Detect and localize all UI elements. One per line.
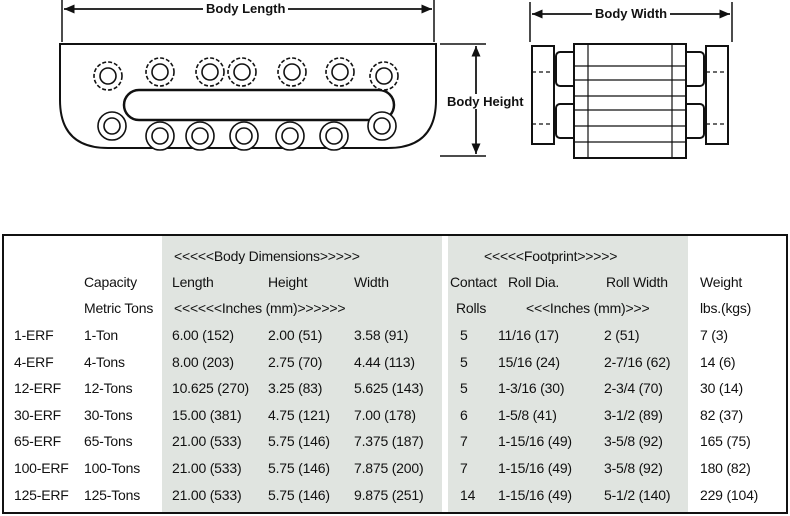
length-header: Length [172, 274, 214, 290]
cell-contact-rolls: 5 [460, 327, 468, 343]
inches-mm-body-header: <<<<<<Inches (mm)>>>>>> [174, 300, 346, 316]
cell-width: 7.375 (187) [354, 433, 424, 450]
cell-roll-dia: 1-15/16 (49) [498, 433, 572, 450]
cell-capacity: 1-Ton [84, 327, 119, 343]
cell-height: 3.25 (83) [268, 380, 323, 397]
cell-length: 21.00 (533) [172, 433, 242, 450]
cell-width: 7.00 (178) [354, 406, 416, 423]
cell-roll-width: 5-1/2 (140) [604, 486, 671, 503]
cell-weight: 229 (104) [700, 486, 759, 503]
cell-width: 5.625 (143) [354, 380, 424, 397]
cell-roll-dia: 11/16 (17) [498, 327, 559, 343]
cell-width: 9.875 (251) [354, 486, 424, 503]
inches-mm-footprint-header: <<<Inches (mm)>>> [526, 300, 650, 316]
body-dimensions-shading [162, 236, 442, 512]
cell-model: 4-ERF [14, 353, 54, 370]
side-and-end-view-drawing [59, 0, 733, 159]
cell-capacity: 30-Tons [84, 406, 133, 423]
footprint-shading [448, 236, 688, 512]
cell-model: 12-ERF [14, 380, 62, 397]
roller-drawing: Body Length Body Height Body Width [0, 0, 790, 234]
weight-units-header: lbs.(kgs) [700, 300, 752, 316]
cell-height: 2.75 (70) [268, 353, 323, 370]
cell-capacity: 4-Tons [84, 353, 125, 370]
cell-length: 8.00 (203) [172, 353, 234, 370]
cell-contact-rolls: 5 [460, 380, 468, 397]
specification-table: <<<<<Body Dimensions>>>>> <<<<<Footprint… [2, 234, 788, 514]
body-dimensions-header: <<<<<Body Dimensions>>>>> [174, 248, 360, 264]
cell-roll-dia: 1-5/8 (41) [498, 406, 557, 423]
roll-dia-header: Roll Dia. [508, 274, 560, 290]
cell-height: 5.75 (146) [268, 433, 330, 450]
cell-model: 30-ERF [14, 406, 62, 423]
cell-roll-width: 3-5/8 (92) [604, 460, 663, 476]
cell-contact-rolls: 6 [460, 406, 468, 423]
cell-capacity: 100-Tons [84, 460, 140, 476]
cell-length: 6.00 (152) [172, 327, 234, 343]
weight-header: Weight [700, 274, 743, 290]
cell-height: 5.75 (146) [268, 460, 330, 476]
cell-roll-dia: 1-15/16 (49) [498, 486, 572, 503]
body-height-label: Body Height [444, 94, 527, 109]
cell-contact-rolls: 7 [460, 460, 468, 476]
cell-weight: 165 (75) [700, 433, 751, 450]
cell-width: 3.58 (91) [354, 327, 409, 343]
capacity-header: Capacity [84, 274, 137, 290]
body-width-label: Body Width [592, 6, 671, 21]
cell-capacity: 65-Tons [84, 433, 133, 450]
cell-weight: 7 (3) [700, 327, 728, 343]
cell-model: 1-ERF [14, 327, 54, 343]
cell-width: 4.44 (113) [354, 353, 415, 370]
height-header: Height [268, 274, 308, 290]
cell-capacity: 12-Tons [84, 380, 133, 397]
cell-roll-width: 2-7/16 (62) [604, 353, 671, 370]
metric-tons-header: Metric Tons [84, 300, 154, 316]
cell-roll-width: 2-3/4 (70) [604, 380, 663, 397]
cell-height: 2.00 (51) [268, 327, 323, 343]
roll-width-header: Roll Width [606, 274, 668, 290]
cell-roll-width: 2 (51) [604, 327, 640, 343]
cell-roll-width: 3-1/2 (89) [604, 406, 663, 423]
cell-model: 100-ERF [14, 460, 69, 476]
cell-length: 21.00 (533) [172, 486, 242, 503]
cell-roll-dia: 1-3/16 (30) [498, 380, 565, 397]
cell-weight: 180 (82) [700, 460, 751, 476]
cell-weight: 82 (37) [700, 406, 743, 423]
cell-length: 21.00 (533) [172, 460, 242, 476]
cell-model: 65-ERF [14, 433, 62, 450]
cell-weight: 30 (14) [700, 380, 743, 397]
cell-height: 5.75 (146) [268, 486, 330, 503]
cell-contact-rolls: 5 [460, 353, 468, 370]
cell-width: 7.875 (200) [354, 460, 424, 476]
cell-contact-rolls: 14 [460, 486, 476, 503]
cell-height: 4.75 (121) [268, 406, 330, 423]
cell-length: 15.00 (381) [172, 406, 242, 423]
cell-weight: 14 (6) [700, 353, 736, 370]
cell-roll-width: 3-5/8 (92) [604, 433, 663, 450]
body-length-label: Body Length [203, 1, 289, 16]
cell-roll-dia: 1-15/16 (49) [498, 460, 572, 476]
footprint-header: <<<<<Footprint>>>>> [484, 248, 618, 264]
cell-capacity: 125-Tons [84, 486, 140, 503]
cell-model: 125-ERF [14, 486, 69, 503]
cell-roll-dia: 15/16 (24) [498, 353, 560, 370]
cell-length: 10.625 (270) [172, 380, 249, 397]
cell-contact-rolls: 7 [460, 433, 468, 450]
contact-header: Contact [450, 274, 497, 290]
rolls-header: Rolls [456, 300, 487, 316]
width-header: Width [354, 274, 389, 290]
